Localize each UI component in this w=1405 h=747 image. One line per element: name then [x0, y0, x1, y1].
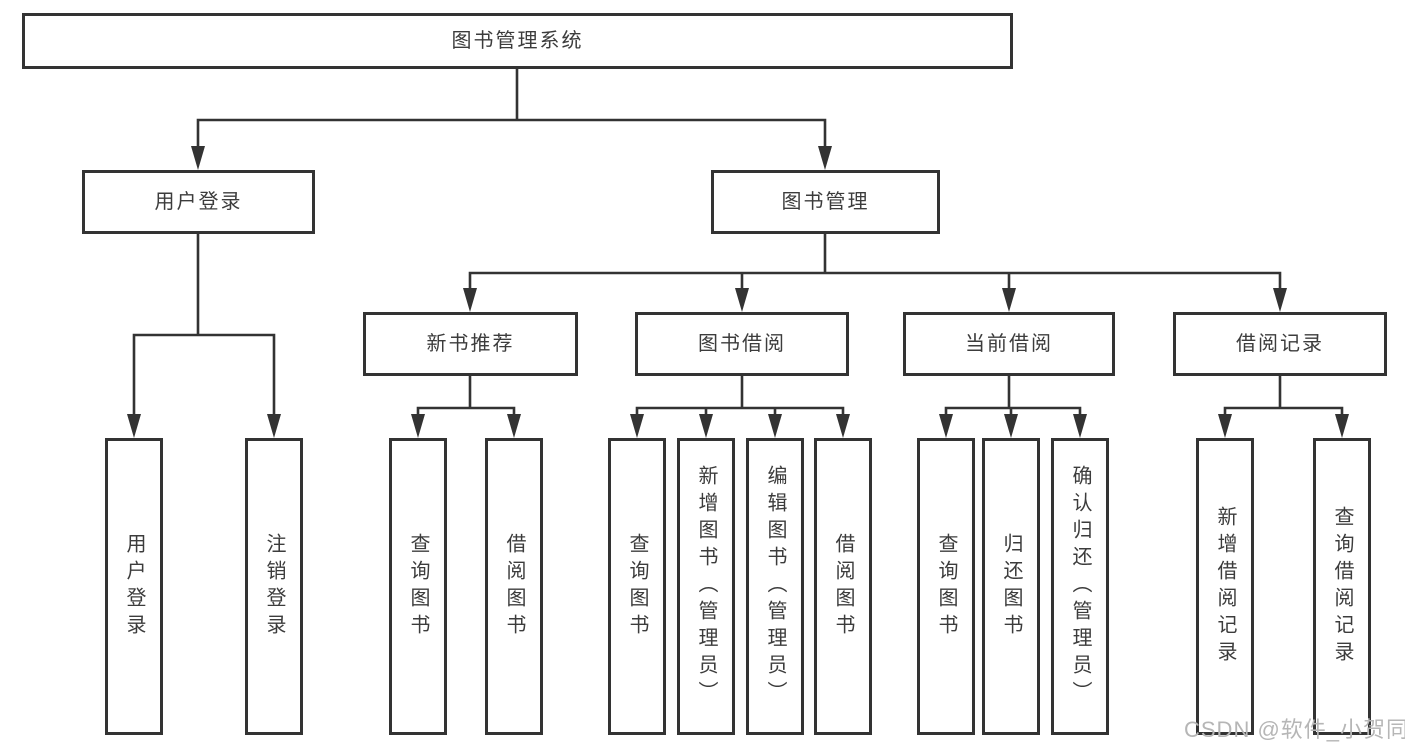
leaf-logout: 注销登录	[245, 438, 303, 735]
node-label: 查询图书	[935, 532, 957, 641]
node-borrowing-records: 借阅记录	[1173, 312, 1387, 376]
node-book-management: 图书管理	[711, 170, 940, 234]
leaf-edit-books-admin: 编辑图书（管理员）	[746, 438, 804, 735]
node-label: 用户登录	[154, 191, 243, 213]
node-user-login: 用户登录	[82, 170, 315, 234]
leaf-user-login: 用户登录	[105, 438, 163, 735]
leaf-add-borrow-record: 新增借阅记录	[1196, 438, 1254, 735]
leaf-borrow-books-borrowing: 借阅图书	[814, 438, 872, 735]
node-book-borrowing: 图书借阅	[635, 312, 849, 376]
node-label: 新书推荐	[426, 333, 515, 355]
node-label: 查询图书	[407, 532, 429, 641]
leaf-query-books-borrowing: 查询图书	[608, 438, 666, 735]
leaf-borrow-books-recommendation: 借阅图书	[485, 438, 543, 735]
node-label: 图书借阅	[698, 333, 786, 355]
node-label: 查询图书	[626, 532, 648, 641]
node-new-book-recommendation: 新书推荐	[363, 312, 578, 376]
node-label: 查询借阅记录	[1331, 505, 1353, 668]
node-label: 借阅记录	[1236, 333, 1324, 355]
node-label: 用户登录	[123, 532, 145, 641]
node-current-borrowing: 当前借阅	[903, 312, 1115, 376]
csdn-watermark: CSDN @软件_小贺同学	[1184, 717, 1405, 742]
node-label: 借阅图书	[832, 532, 854, 641]
node-label: 图书管理系统	[451, 30, 584, 52]
node-label: 新增借阅记录	[1214, 505, 1236, 668]
leaf-query-borrow-record: 查询借阅记录	[1313, 438, 1371, 735]
leaf-query-books-recommendation: 查询图书	[389, 438, 447, 735]
node-label: 当前借阅	[965, 333, 1053, 355]
leaf-confirm-return-admin: 确认归还（管理员）	[1051, 438, 1109, 735]
node-label: 注销登录	[263, 532, 285, 641]
leaf-query-books-current: 查询图书	[917, 438, 975, 735]
leaf-add-books-admin: 新增图书（管理员）	[677, 438, 735, 735]
node-label: 图书管理	[781, 191, 870, 213]
node-label: 确认归还（管理员）	[1069, 465, 1091, 708]
node-label: 归还图书	[1000, 532, 1022, 641]
node-label: 编辑图书（管理员）	[764, 465, 786, 708]
node-label: 新增图书（管理员）	[695, 465, 717, 708]
leaf-return-books: 归还图书	[982, 438, 1040, 735]
node-library-management-system: 图书管理系统	[22, 13, 1013, 69]
node-label: 借阅图书	[503, 532, 525, 641]
